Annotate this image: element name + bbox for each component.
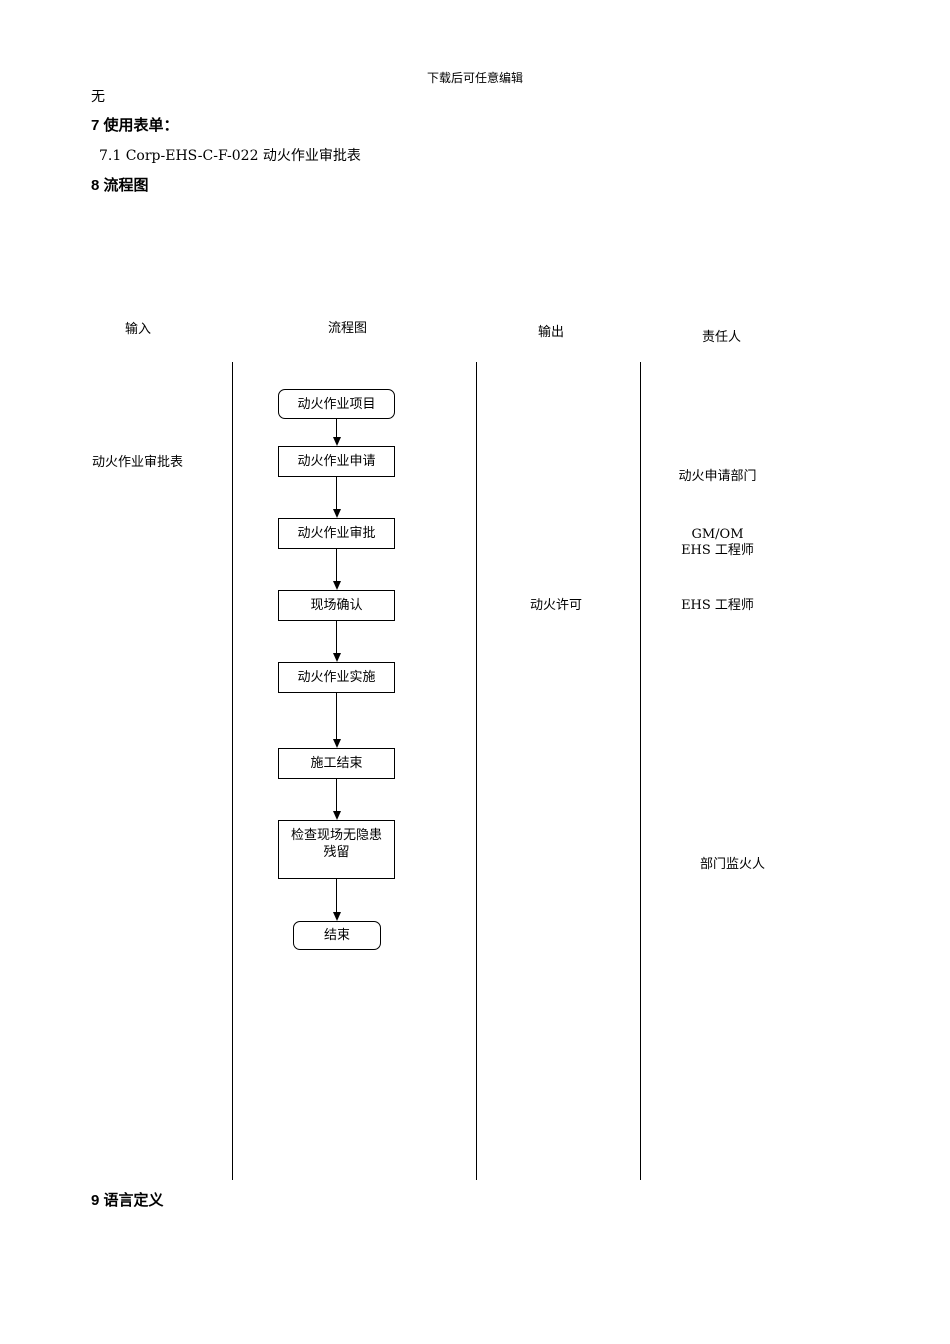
header-note: 下载后可任意编辑 bbox=[426, 71, 523, 85]
arrow-6-head bbox=[333, 811, 341, 820]
owner-site-confirm: EHS 工程师 bbox=[681, 598, 754, 613]
column-divider-1 bbox=[232, 362, 233, 1180]
flow-step-project-label: 动火作业项目 bbox=[297, 397, 376, 412]
owner-approver: GM/OM EHS 工程师 bbox=[681, 527, 754, 558]
arrow-4-head bbox=[333, 653, 341, 662]
flow-step-site-confirm: 现场确认 bbox=[278, 590, 395, 621]
section-7-heading: 7 使用表单： bbox=[91, 117, 179, 134]
column-divider-3 bbox=[640, 362, 641, 1180]
flow-step-project: 动火作业项目 bbox=[278, 389, 395, 419]
output-permit: 动火许可 bbox=[530, 598, 583, 613]
form-item: 7.1 Corp-EHS-C-F-022 动火作业审批表 bbox=[99, 148, 361, 164]
flow-step-end: 结束 bbox=[293, 921, 381, 950]
flow-step-approve: 动火作业审批 bbox=[278, 518, 395, 549]
arrow-5-shaft bbox=[336, 693, 337, 740]
section-9-heading: 9 语言定义 bbox=[91, 1192, 164, 1209]
arrow-3-head bbox=[333, 581, 341, 590]
flow-step-inspection-label: 检查现场无隐患残留 bbox=[290, 828, 382, 860]
owner-apply-department: 动火申请部门 bbox=[678, 469, 757, 484]
flow-step-execute: 动火作业实施 bbox=[278, 662, 395, 693]
column-title-output: 输出 bbox=[538, 325, 565, 340]
column-title-flow: 流程图 bbox=[328, 321, 368, 336]
arrow-1-shaft bbox=[336, 419, 337, 439]
column-title-owner: 责任人 bbox=[702, 330, 742, 345]
input-application-form: 动火作业审批表 bbox=[92, 455, 184, 470]
arrow-5-head bbox=[333, 739, 341, 748]
arrow-7-head bbox=[333, 912, 341, 921]
section-8-heading: 8 流程图 bbox=[91, 177, 149, 194]
arrow-2-head bbox=[333, 509, 341, 518]
column-divider-2 bbox=[476, 362, 477, 1180]
column-title-input: 输入 bbox=[125, 322, 152, 337]
flow-step-apply: 动火作业申请 bbox=[278, 446, 395, 477]
intro-line: 无 bbox=[91, 89, 105, 105]
owner-fire-watch: 部门监火人 bbox=[699, 857, 765, 872]
arrow-3-shaft bbox=[336, 549, 337, 582]
arrow-1-head bbox=[333, 437, 341, 446]
arrow-4-shaft bbox=[336, 621, 337, 654]
flow-step-inspection: 检查现场无隐患残留 bbox=[278, 820, 395, 879]
flow-step-construction-end: 施工结束 bbox=[278, 748, 395, 779]
arrow-6-shaft bbox=[336, 779, 337, 812]
arrow-7-shaft bbox=[336, 879, 337, 913]
arrow-2-shaft bbox=[336, 477, 337, 510]
